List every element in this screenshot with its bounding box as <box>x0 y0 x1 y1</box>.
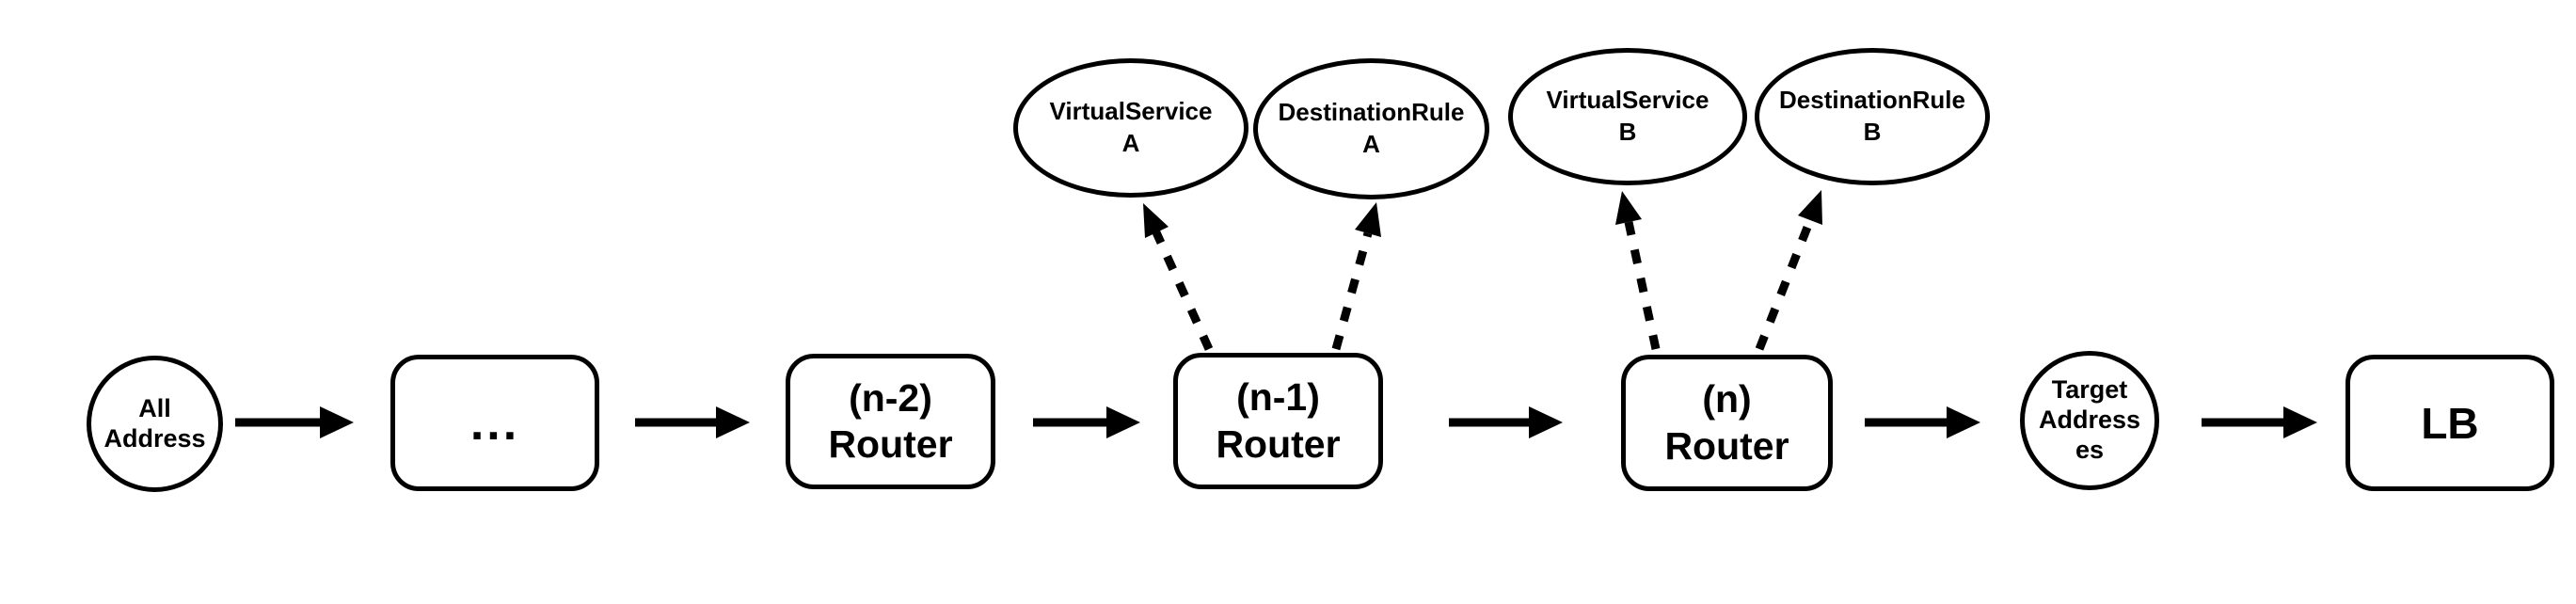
dashed-arrow-router-n1-to-destinationrule-a <box>1331 202 1381 351</box>
arrow-router-n1-to-router-n <box>1449 406 1563 438</box>
node-lb-label: LB <box>2421 398 2479 448</box>
node-router-n2: (n-2) Router <box>786 354 995 489</box>
arrow-router-n2-to-router-n1 <box>1033 406 1140 438</box>
node-all-address: All Address <box>87 356 223 492</box>
node-virtualservice-b: VirtualService B <box>1508 48 1747 185</box>
node-target-addresses: Target Address es <box>2020 351 2159 490</box>
node-all-address-label: All Address <box>103 393 206 453</box>
node-target-addresses-label: Target Address es <box>2038 375 2141 464</box>
dashed-arrow-router-n-to-virtualservice-b <box>1615 191 1661 350</box>
node-destinationrule-a-label: DestinationRule A <box>1278 98 1465 158</box>
dashed-arrow-router-n1-to-virtualservice-a <box>1143 203 1214 351</box>
arrow-ellipsis-to-router-n2 <box>635 406 750 438</box>
node-router-n-label: (n) Router <box>1664 377 1789 468</box>
node-router-n: (n) Router <box>1621 355 1833 491</box>
node-virtualservice-a: VirtualService A <box>1013 58 1248 198</box>
arrow-all-address-to-ellipsis <box>235 406 354 438</box>
node-router-n2-label: (n-2) Router <box>828 375 953 466</box>
node-virtualservice-a-label: VirtualService A <box>1049 97 1213 157</box>
node-destinationrule-b: DestinationRule B <box>1755 48 1990 185</box>
node-router-n1-label: (n-1) Router <box>1216 375 1341 466</box>
node-ellipsis-label: ... <box>469 395 520 451</box>
node-virtualservice-b-label: VirtualService B <box>1546 86 1709 146</box>
node-destinationrule-b-label: DestinationRule B <box>1779 86 1965 146</box>
node-router-n1: (n-1) Router <box>1173 353 1383 489</box>
node-ellipsis: ... <box>390 355 599 491</box>
node-lb: LB <box>2345 355 2554 491</box>
arrow-target-addresses-to-lb <box>2202 406 2317 438</box>
node-destinationrule-a: DestinationRule A <box>1253 58 1489 199</box>
arrow-router-n-to-target-addresses <box>1865 406 1980 438</box>
dashed-arrow-router-n-to-destinationrule-b <box>1755 190 1822 351</box>
